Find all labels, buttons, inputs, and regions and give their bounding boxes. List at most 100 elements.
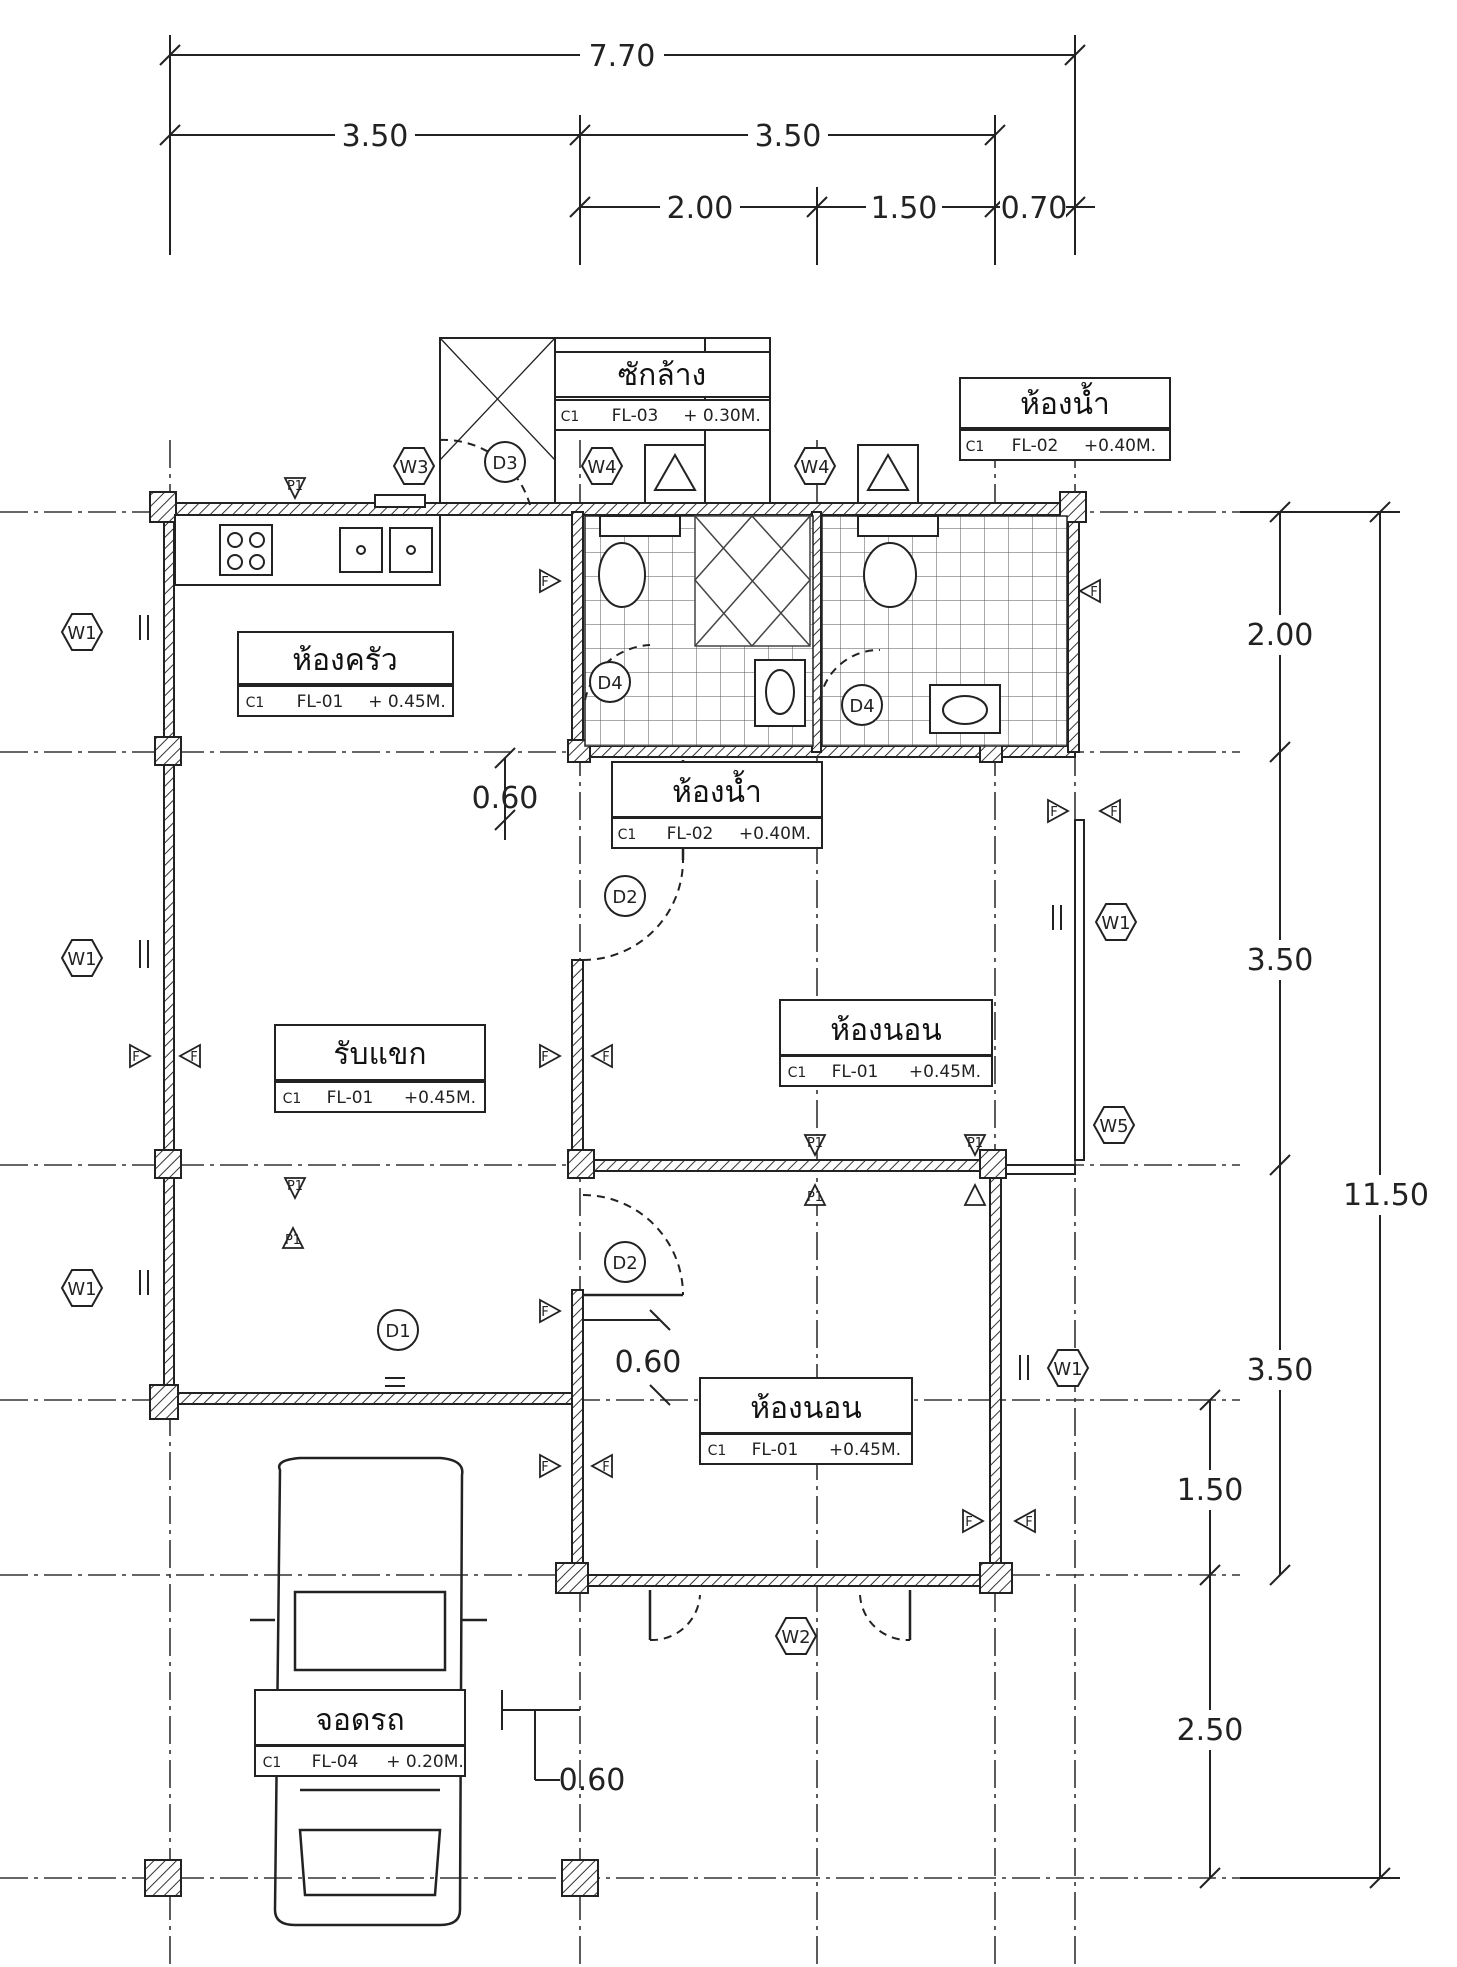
dim-right-1: 2.00	[1247, 618, 1314, 653]
room-label-laundry: ซักล้าง C1 FL-03 + 0.30M.	[554, 351, 771, 431]
dim-right-5: 2.50	[1177, 1713, 1244, 1748]
marker-f: F	[1050, 805, 1057, 820]
room-level-bath-top: +0.40M.	[1084, 436, 1156, 456]
marker-p1: P1	[967, 1136, 983, 1151]
room-tag-prefix: C1	[966, 439, 985, 455]
room-code-carport: FL-04	[312, 1752, 359, 1772]
tag-w4-a: W4	[587, 457, 616, 478]
tag-w1-right-a: W1	[1101, 913, 1130, 934]
room-tag-prefix: C1	[788, 1065, 807, 1081]
room-name-bath-top: ห้องน้ำ	[1020, 382, 1110, 422]
tag-d2-a: D2	[612, 887, 637, 908]
marker-f: F	[541, 1305, 548, 1320]
structural-columns	[144, 491, 1087, 1897]
tag-d2-b: D2	[612, 1253, 637, 1274]
sanitary-fixtures	[598, 515, 1001, 734]
tag-w1-right-b: W1	[1053, 1359, 1082, 1380]
room-level-carport: + 0.20M.	[386, 1752, 464, 1772]
tag-d3: D3	[492, 453, 517, 474]
marker-p1: P1	[807, 1136, 823, 1151]
dim-top-left: 3.50	[342, 119, 409, 154]
room-label-living: รับแขก C1 FL-01 +0.45M.	[274, 1024, 486, 1113]
room-label-bedroom-2: ห้องนอน C1 FL-01 +0.45M.	[699, 1377, 913, 1465]
room-level-laundry: + 0.30M.	[683, 406, 761, 426]
marker-f: F	[132, 1050, 139, 1065]
room-code-bedroom-2: FL-01	[752, 1440, 799, 1460]
marker-p1: P1	[287, 1179, 303, 1194]
room-label-bath-top: ห้องน้ำ C1 FL-02 +0.40M.	[959, 377, 1171, 461]
tag-w3: W3	[399, 457, 428, 478]
room-name-bedroom-2: ห้องนอน	[750, 1391, 861, 1426]
kitchen-counter	[174, 494, 441, 586]
car-outline	[250, 1456, 487, 1927]
room-name-living: รับแขก	[333, 1037, 426, 1072]
door-tags	[377, 441, 883, 1351]
dim-right-4: 1.50	[1177, 1473, 1244, 1508]
window-tags	[60, 447, 1138, 1655]
room-code-living: FL-01	[327, 1088, 374, 1108]
room-level-kitchen: + 0.45M.	[368, 692, 446, 712]
marker-f: F	[965, 1515, 972, 1530]
room-level-bedroom-2: +0.45M.	[829, 1440, 901, 1460]
dim-top-overall: 7.70	[589, 39, 656, 74]
room-name-kitchen: ห้องครัว	[292, 643, 397, 678]
dim-inner-3: 0.60	[559, 1763, 626, 1798]
tag-w1-left-c: W1	[67, 1279, 96, 1300]
marker-p1: P1	[287, 479, 303, 494]
dim-right-2: 3.50	[1247, 943, 1314, 978]
room-label-bath-mid: ห้องน้ำ C1 FL-02 +0.40M.	[611, 761, 823, 849]
room-tag-prefix: C1	[263, 1755, 282, 1771]
room-level-living: +0.45M.	[404, 1088, 476, 1108]
inner-dimension-marks	[494, 747, 671, 1781]
room-code-bedroom-1: FL-01	[832, 1062, 879, 1082]
marker-f: F	[541, 575, 548, 590]
room-label-bedroom-1: ห้องนอน C1 FL-01 +0.45M.	[779, 999, 993, 1087]
dim-top-right: 3.50	[755, 119, 822, 154]
top-dimension-chains	[159, 35, 1095, 265]
room-label-carport: จอดรถ C1 FL-04 + 0.20M.	[254, 1689, 466, 1777]
shower-diamond-tile	[694, 514, 812, 648]
tag-w1-left-b: W1	[67, 949, 96, 970]
dim-top-sub-3: 0.70	[1001, 191, 1068, 226]
room-tag-prefix: C1	[708, 1443, 727, 1459]
tag-d4-a: D4	[597, 673, 622, 694]
room-code-bath-mid: FL-02	[667, 824, 714, 844]
tag-d4-b: D4	[849, 696, 874, 717]
window-wall-marks	[139, 615, 1062, 1387]
dim-inner-2: 0.60	[615, 1345, 682, 1380]
room-level-bedroom-1: +0.45M.	[909, 1062, 981, 1082]
marker-f: F	[190, 1050, 197, 1065]
tag-w4-b: W4	[800, 457, 829, 478]
dim-inner-1: 0.60	[472, 781, 539, 816]
tag-d1: D1	[385, 1321, 410, 1342]
tag-w5: W5	[1099, 1116, 1128, 1137]
fixture-markers	[129, 477, 1121, 1534]
marker-p1: P1	[807, 1190, 823, 1205]
dim-right-3: 3.50	[1247, 1353, 1314, 1388]
room-code-kitchen: FL-01	[297, 692, 344, 712]
marker-f: F	[602, 1050, 609, 1065]
dim-top-sub-2: 1.50	[871, 191, 938, 226]
room-code-bath-top: FL-02	[1012, 436, 1059, 456]
room-tag-prefix: C1	[246, 695, 265, 711]
room-name-bath-mid: ห้องน้ำ	[672, 770, 762, 810]
room-name-laundry: ซักล้าง	[618, 358, 706, 393]
room-level-bath-mid: +0.40M.	[739, 824, 811, 844]
marker-f: F	[541, 1460, 548, 1475]
marker-f: F	[1025, 1515, 1032, 1530]
room-name-carport: จอดรถ	[315, 1703, 404, 1738]
marker-f: F	[1110, 805, 1117, 820]
marker-f: F	[602, 1460, 609, 1475]
tag-w1-left-a: W1	[67, 623, 96, 644]
marker-f: F	[541, 1050, 548, 1065]
dim-right-overall: 11.50	[1343, 1178, 1429, 1213]
room-tag-prefix: C1	[618, 827, 637, 843]
tag-w2: W2	[781, 1627, 810, 1648]
marker-f: F	[1090, 585, 1097, 600]
room-label-kitchen: ห้องครัว C1 FL-01 + 0.45M.	[237, 631, 454, 717]
dim-top-sub-1: 2.00	[667, 191, 734, 226]
room-code-laundry: FL-03	[612, 406, 659, 426]
marker-p1: P1	[285, 1233, 301, 1248]
room-tag-prefix: C1	[561, 409, 580, 425]
